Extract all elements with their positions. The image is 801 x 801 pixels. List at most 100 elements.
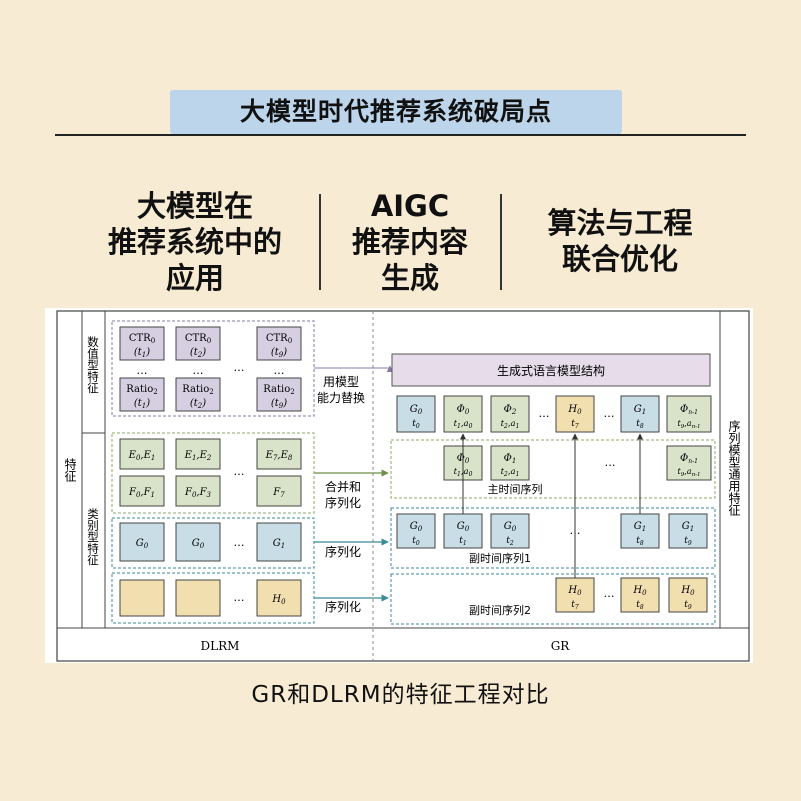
svg-text:H0: H0 <box>567 404 582 416</box>
figure-caption: GR和DLRM的特征工程对比 <box>251 682 550 708</box>
label-dlrm: DLRM <box>201 639 240 653</box>
cat-f-feature-2: F0,F3 <box>175 475 221 507</box>
cat-e-feature-1: E0,E1 <box>119 438 165 470</box>
svg-text:t7: t7 <box>571 419 579 430</box>
svg-text:(t9): (t9) <box>271 347 287 359</box>
svg-text:(t2): (t2) <box>190 347 206 359</box>
gr-token-3: Φ2 t2,a1 <box>490 395 530 433</box>
cat-g-feature-3: G1 <box>256 522 302 562</box>
svg-text:CTR0: CTR0 <box>266 333 292 345</box>
svg-text:G1: G1 <box>682 521 694 533</box>
svg-text:t0: t0 <box>412 419 420 430</box>
svg-text:Φ0: Φ0 <box>457 453 470 465</box>
cat-e-feature-2: E1,E2 <box>175 438 221 470</box>
column-3-line-2: 联合优化 <box>561 242 678 276</box>
replace-arrow <box>314 365 394 372</box>
cat-h-feature-1 <box>119 579 165 617</box>
label-replace-line-2: 能力替换 <box>317 391 365 405</box>
gr-main-token-3: Φn-1 t9,an-1 <box>666 445 712 481</box>
svg-text:t8: t8 <box>636 419 644 430</box>
svg-text:t9,an-1: t9,an-1 <box>678 419 701 430</box>
gr-sub1-token-2: G0 t1 <box>443 513 483 549</box>
numeric-feature-3: CTR0 (t9) … Ratio2 (t9) <box>256 326 302 412</box>
svg-text:…: … <box>274 364 285 377</box>
column-1-line-3: 应用 <box>165 261 224 295</box>
column-3-line-1: 算法与工程 <box>547 206 693 240</box>
numeric-feature-2: CTR0 (t2) … Ratio2 (t2) <box>175 326 221 412</box>
svg-text:Ratio2: Ratio2 <box>126 384 157 396</box>
svg-text:(t1): (t1) <box>134 398 150 410</box>
numeric-feature-1: CTR0 (t1) … Ratio2 (t1) <box>119 326 165 412</box>
label-merge-line-2: 序列化 <box>325 495 361 510</box>
cat-row1-dots: … <box>234 465 245 478</box>
label-serialize-1: 序列化 <box>325 544 361 559</box>
svg-text:Φ0: Φ0 <box>457 404 470 416</box>
svg-text:E0,E1: E0,E1 <box>128 450 156 462</box>
numeric-row-dots: … <box>234 361 245 374</box>
svg-text:H0: H0 <box>680 585 695 597</box>
label-categorical-features: 类别型特征 <box>86 507 100 566</box>
cat-f-feature-3: F7 <box>256 475 302 507</box>
svg-text:Φn-1: Φn-1 <box>680 404 698 416</box>
svg-text:t1: t1 <box>459 536 466 547</box>
gr-row2-dots: … <box>605 456 616 469</box>
svg-text:G1: G1 <box>273 538 285 550</box>
column-separator-1 <box>319 194 321 290</box>
gr-model-structure-bar <box>391 353 711 387</box>
svg-text:Ratio2: Ratio2 <box>182 384 213 396</box>
gr-sub1-token-5: G1 t9 <box>668 513 708 549</box>
column-1: 大模型在 推荐系统中的 应用 <box>80 188 310 296</box>
svg-text:G1: G1 <box>634 404 646 416</box>
svg-text:t2: t2 <box>506 536 514 547</box>
svg-text:F7: F7 <box>272 487 285 499</box>
column-3: 算法与工程 联合优化 <box>505 205 735 277</box>
svg-text:t8: t8 <box>636 600 644 611</box>
svg-text:H0: H0 <box>632 585 647 597</box>
svg-text:H0: H0 <box>271 594 286 606</box>
svg-text:t9: t9 <box>684 536 692 547</box>
svg-text:t2,a1: t2,a1 <box>501 467 520 478</box>
gr-main-token-2: Φ1 t2,a1 <box>490 445 530 481</box>
svg-text:…: … <box>137 364 148 377</box>
svg-text:t1,a0: t1,a0 <box>454 467 473 478</box>
svg-text:G0: G0 <box>192 538 205 550</box>
column-separator-2 <box>500 194 502 290</box>
cat-g-feature-1: G0 <box>119 522 165 562</box>
gr-token-2: Φ0 t1,a0 <box>443 395 483 433</box>
label-main-time-series: 主时间序列 <box>488 482 543 496</box>
cat-row2-dots: … <box>234 536 245 549</box>
svg-text:CTR0: CTR0 <box>185 333 211 345</box>
svg-text:Ratio2: Ratio2 <box>263 384 294 396</box>
header-divider <box>55 134 746 136</box>
svg-text:Φn-1: Φn-1 <box>680 453 698 465</box>
label-sub-time-series-2: 副时间序列2 <box>469 603 531 617</box>
sub-time-series-2-group <box>390 573 716 625</box>
svg-text:G0: G0 <box>457 521 470 533</box>
svg-text:CTR0: CTR0 <box>129 333 155 345</box>
cat-e-feature-3: E7,E8 <box>256 438 302 470</box>
svg-text:…: … <box>193 364 204 377</box>
column-2-line-1: AIGC <box>370 189 450 223</box>
comparison-diagram: 特征 数值型特征 类别型特征 序列模型通用特征 DLRM GR CTR0 (t1… <box>45 308 753 663</box>
gr-row1-dots-1: … <box>539 407 550 420</box>
svg-text:t9: t9 <box>684 600 692 611</box>
svg-text:G1: G1 <box>634 521 646 533</box>
gr-model-structure-label: 生成式语言模型结构 <box>497 363 605 378</box>
svg-text:G0: G0 <box>504 521 517 533</box>
svg-text:(t1): (t1) <box>134 347 150 359</box>
label-features: 特征 <box>63 457 77 483</box>
svg-text:E7,E8: E7,E8 <box>265 450 293 462</box>
svg-text:F0,F1: F0,F1 <box>128 487 155 499</box>
gr-token-4: H0 t7 <box>555 395 595 433</box>
label-replace-line-1: 用模型 <box>323 375 359 389</box>
label-serialize-2: 序列化 <box>325 599 361 614</box>
gr-token-1: G0 t0 <box>396 395 436 433</box>
numeric-group <box>111 320 315 417</box>
svg-text:F0,F3: F0,F3 <box>184 487 212 499</box>
svg-text:Φ2: Φ2 <box>504 404 517 416</box>
cat-row3-dots: … <box>234 591 245 604</box>
svg-text:t1,a0: t1,a0 <box>454 419 473 430</box>
svg-text:t7: t7 <box>571 600 579 611</box>
label-sequence-features: 序列模型通用特征 <box>727 419 741 517</box>
cat-h-feature-3: H0 <box>256 579 302 617</box>
